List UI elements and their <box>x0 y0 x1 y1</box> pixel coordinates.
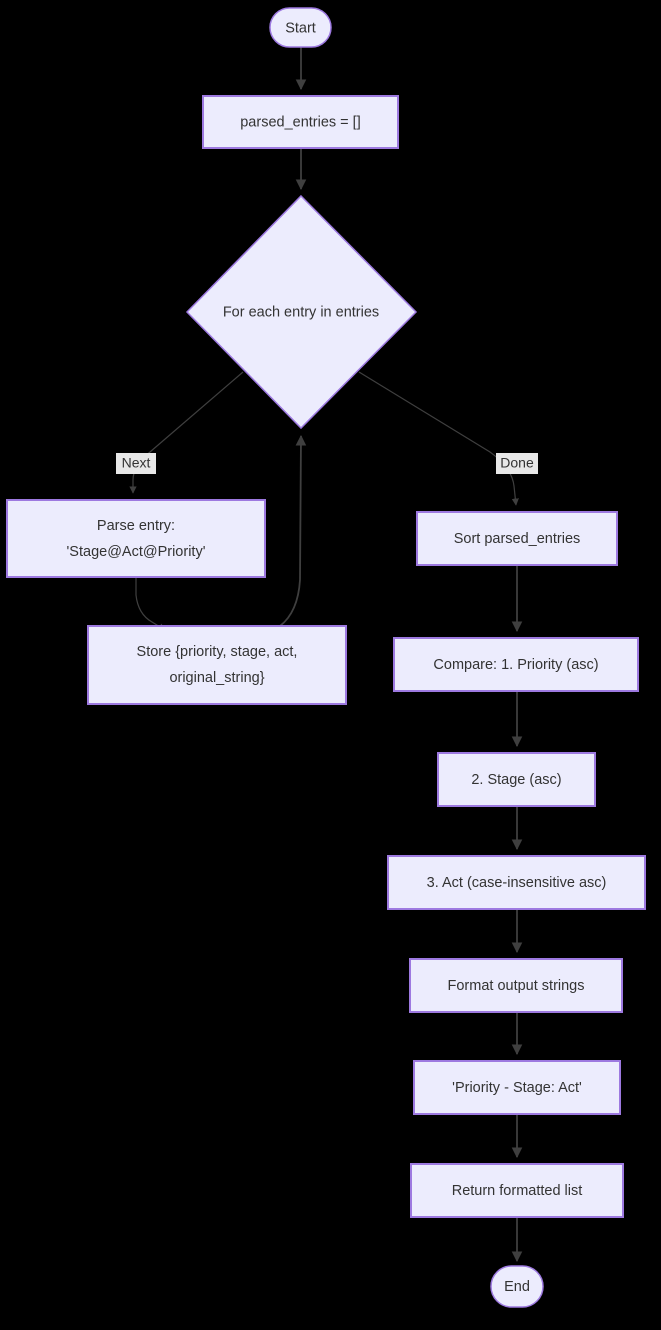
node-store-line2: original_string} <box>169 670 264 686</box>
node-init-label: parsed_entries = [] <box>240 114 361 130</box>
edge-label-done-text: Done <box>500 455 534 471</box>
node-end[interactable]: End <box>490 1265 544 1308</box>
node-parse-entry-line1: Parse entry: <box>97 518 175 534</box>
edge-loop-to-parse-next <box>129 371 244 494</box>
node-store-line1: Store {priority, stage, act, <box>137 644 298 660</box>
node-return[interactable]: Return formatted list <box>410 1163 624 1218</box>
edge-label-done: Done <box>496 453 538 474</box>
edges <box>129 47 523 1263</box>
node-compare-stage[interactable]: 2. Stage (asc) <box>437 752 596 807</box>
edge-store-to-loop-loopback <box>279 434 307 627</box>
node-compare-stage-label: 2. Stage (asc) <box>471 772 561 788</box>
node-compare-priority[interactable]: Compare: 1. Priority (asc) <box>393 637 639 692</box>
node-loop-decision[interactable]: For each entry in entries <box>185 194 418 430</box>
edge-label-next: Next <box>116 453 156 474</box>
node-compare-act[interactable]: 3. Act (case-insensitive asc) <box>387 855 646 910</box>
node-start-label: Start <box>285 20 316 36</box>
node-sort-label: Sort parsed_entries <box>454 531 581 547</box>
node-return-label: Return formatted list <box>452 1183 583 1199</box>
node-parse-entry[interactable]: Parse entry: 'Stage@Act@Priority' <box>6 499 266 578</box>
node-compare-act-label: 3. Act (case-insensitive asc) <box>427 875 607 891</box>
node-compare-priority-label: Compare: 1. Priority (asc) <box>433 657 598 673</box>
node-format-output[interactable]: Format output strings <box>409 958 623 1013</box>
edge-parse-to-store <box>135 576 166 631</box>
node-store[interactable]: Store {priority, stage, act, original_st… <box>87 625 347 705</box>
edge-loop-to-sort-done <box>358 371 519 506</box>
node-output-template[interactable]: 'Priority - Stage: Act' <box>413 1060 621 1115</box>
node-sort[interactable]: Sort parsed_entries <box>416 511 618 566</box>
node-start[interactable]: Start <box>269 7 332 48</box>
node-parse-entry-line2: 'Stage@Act@Priority' <box>67 544 206 560</box>
node-init[interactable]: parsed_entries = [] <box>202 95 399 149</box>
edge-label-next-text: Next <box>122 455 151 471</box>
node-output-template-label: 'Priority - Stage: Act' <box>452 1080 582 1096</box>
node-format-output-label: Format output strings <box>448 978 585 994</box>
node-loop-label: For each entry in entries <box>223 304 379 320</box>
node-end-label: End <box>504 1279 530 1295</box>
